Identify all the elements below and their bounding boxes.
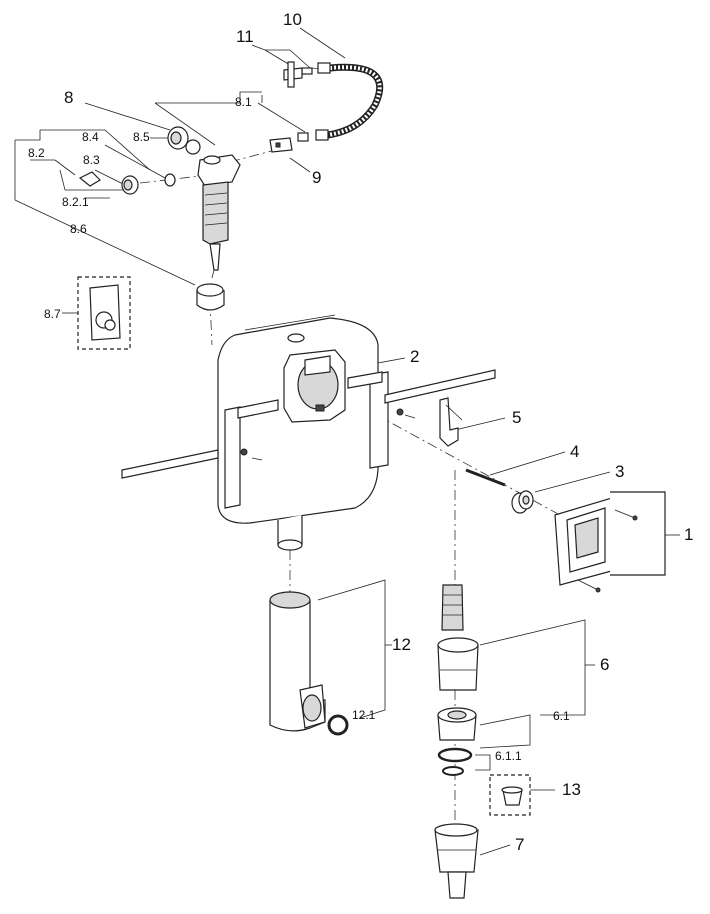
label-3: 3 [615,462,624,481]
label-2: 2 [410,347,419,366]
flush-pipe-12 [269,591,349,736]
label-4: 4 [570,442,579,461]
part-labels: 1 2 3 4 5 6 6.1 6.1.1 7 8 8.1 8.2 8.2.1 … [28,10,693,854]
label-8-3: 8.3 [83,153,100,167]
spare-kit-8-7 [77,276,131,350]
label-8-7: 8.7 [44,307,61,321]
label-5: 5 [512,408,521,427]
label-8-5: 8.5 [133,130,150,144]
adaptor-3 [511,490,534,514]
hose-assembly [269,61,384,153]
label-13: 13 [562,780,581,799]
label-8-2-1: 8.2.1 [62,195,89,209]
cistern-frame [121,314,496,551]
plate-frame-1 [554,491,666,593]
label-11: 11 [236,27,254,46]
label-12-1: 12.1 [352,708,376,722]
part-6-1-1 [437,747,473,776]
fill-valve [197,154,241,279]
label-12: 12 [392,635,411,654]
label-8-1: 8.1 [235,95,252,109]
rod-4 [465,468,506,487]
label-8: 8 [64,88,73,107]
label-8-6: 8.6 [70,222,87,236]
label-8-4: 8.4 [82,130,99,144]
part-6-1 [437,707,477,741]
label-6-1: 6.1 [553,709,570,723]
label-10: 10 [283,10,302,29]
label-8-2: 8.2 [28,146,45,160]
label-6-1-1: 6.1.1 [495,749,522,763]
part-7 [434,823,479,899]
part-13 [489,774,531,816]
label-6: 6 [600,655,609,674]
label-7: 7 [515,835,524,854]
label-1: 1 [684,525,693,544]
bracket-5 [439,397,463,447]
flush-valve-6 [437,584,479,691]
label-9: 9 [312,168,321,187]
bush-8-6 [196,283,225,311]
small-parts-8 [78,126,201,195]
